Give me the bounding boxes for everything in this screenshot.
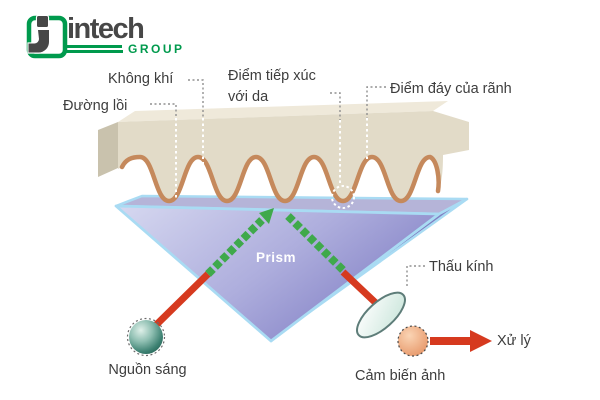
label-processing: Xử lý <box>497 333 531 349</box>
brand-bar-top <box>64 45 122 48</box>
beam-down <box>285 213 348 275</box>
contact-point-circle <box>331 185 355 209</box>
leader-lens <box>406 265 425 288</box>
processing-arrowhead <box>470 330 492 352</box>
leader-skin-contact <box>330 92 341 120</box>
label-skin-contact: Điểm tiếp xúc với da <box>228 68 316 105</box>
image-sensor-shape <box>397 325 429 357</box>
light-source-ball <box>129 320 163 354</box>
label-lens: Thấu kính <box>429 259 494 275</box>
processing-arrow-shaft <box>430 337 471 345</box>
light-source-outline <box>126 317 166 357</box>
prism <box>114 194 469 343</box>
leader-air <box>188 79 204 118</box>
light-beams <box>205 208 348 277</box>
leader-groove-bottom <box>366 86 386 118</box>
brand-name: intech <box>67 13 145 45</box>
processing-arrow <box>430 330 492 352</box>
label-groove-bottom: Điểm đáy của rãnh <box>390 81 512 97</box>
lens-shape <box>356 291 406 339</box>
finger-front-face <box>118 111 469 201</box>
logo-i-stem <box>27 28 51 54</box>
incident-ray <box>150 271 211 331</box>
label-prism: Prism <box>255 250 297 265</box>
label-image-sensor: Cảm biến ảnh <box>355 368 446 384</box>
brand-subtitle: GROUP <box>128 42 185 56</box>
finger-top-face <box>118 101 448 122</box>
logo-i-dot <box>35 15 50 29</box>
finger-block <box>98 101 469 204</box>
light-source-sphere <box>126 317 166 357</box>
finger-left-facet <box>98 122 118 177</box>
exit-ray-shaft <box>340 269 382 309</box>
beam-up <box>205 217 265 277</box>
label-air: Không khí <box>108 71 174 87</box>
prism-front-face <box>114 204 441 343</box>
label-light-source: Nguồn sáng <box>108 362 187 378</box>
brand-bar-bottom <box>63 50 123 53</box>
fingerprint-ridge-line <box>119 154 441 204</box>
beam-up-arrowhead <box>259 208 274 224</box>
label-ridge: Đường lồi <box>63 98 128 114</box>
logo-mark <box>26 15 68 59</box>
